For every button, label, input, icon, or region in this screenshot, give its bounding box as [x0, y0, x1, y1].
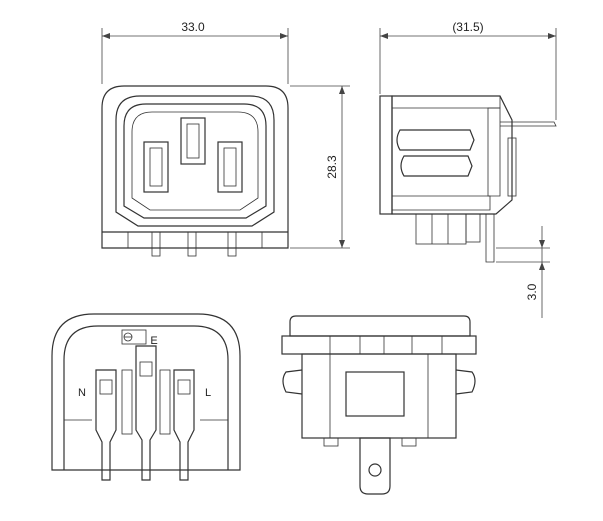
- depth-dimension-label: (31.5): [452, 20, 483, 34]
- front-view: [101, 85, 289, 257]
- height-dimension-label: 28.3: [325, 155, 339, 179]
- depth-dimension: (31.5): [379, 20, 557, 120]
- live-label: L: [205, 387, 211, 399]
- pin-length-label: 3.0: [525, 283, 539, 300]
- width-dimension-label: 33.0: [181, 20, 205, 34]
- bottom-view: [281, 315, 477, 495]
- rear-view: E N L: [51, 313, 241, 481]
- height-dimension: 28.3: [290, 85, 350, 249]
- earth-label: E: [150, 335, 157, 347]
- neutral-label: N: [78, 387, 86, 399]
- side-view: [379, 95, 557, 263]
- width-dimension: 33.0: [101, 20, 289, 84]
- pin-length-dimension: 3.0: [496, 226, 550, 318]
